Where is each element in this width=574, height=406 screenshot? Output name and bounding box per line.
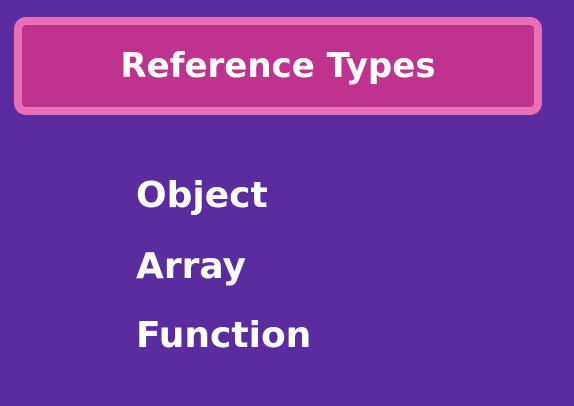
list-item-function: Function (136, 315, 312, 356)
slide-title: Reference Types (120, 46, 436, 86)
list-item-array: Array (136, 246, 247, 287)
list-item-object: Object (136, 175, 268, 216)
title-banner: Reference Types (14, 17, 542, 115)
reference-types-list: Object Array Function (136, 0, 536, 406)
